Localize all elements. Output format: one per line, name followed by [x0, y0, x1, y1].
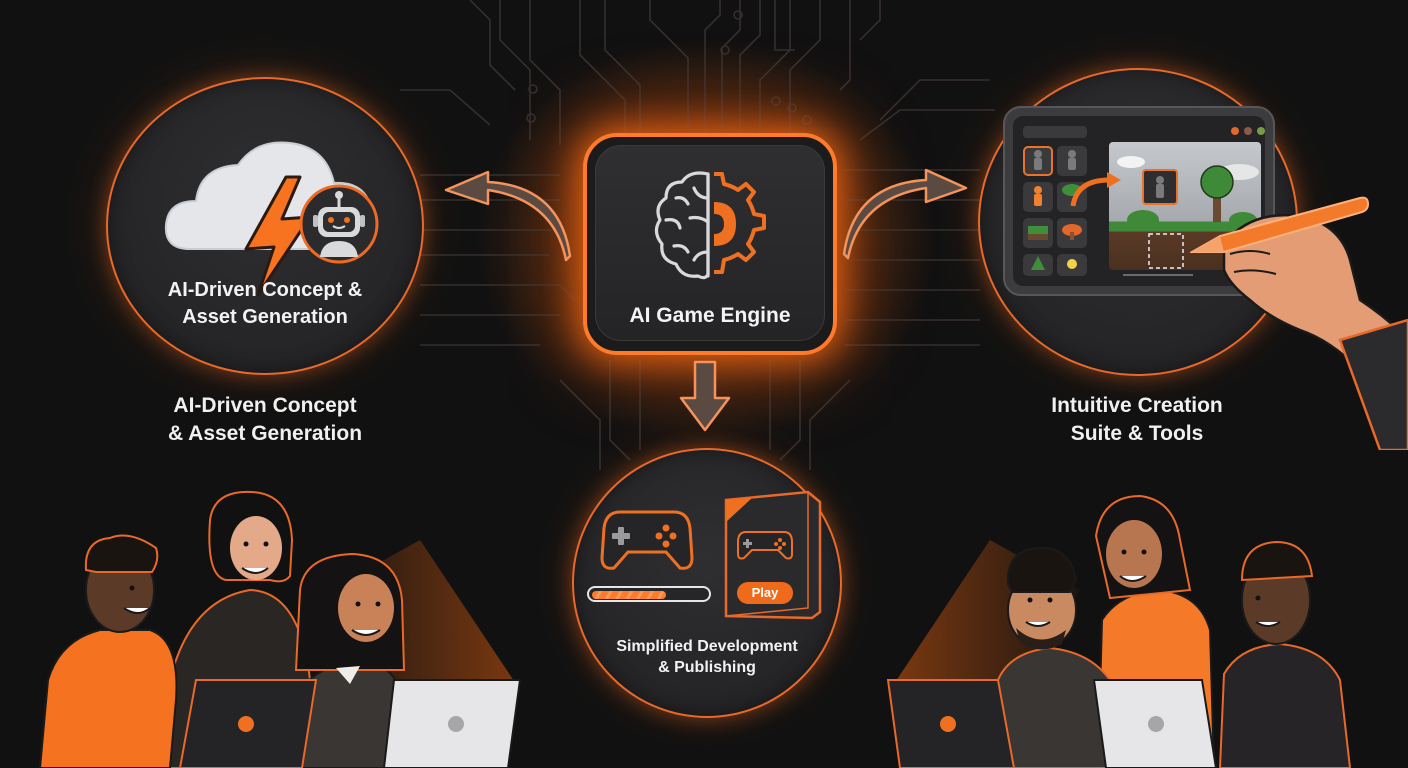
robot-icon: [299, 184, 379, 264]
concept-label-line2: & Asset Generation: [167, 422, 363, 445]
laptop-light-icon: [382, 679, 522, 768]
arrow-to-creation-icon: [842, 168, 968, 260]
scene-art: [1117, 156, 1259, 269]
gear-icon: [714, 172, 766, 274]
brain-icon: [654, 171, 710, 280]
arrow-to-concept-icon: [444, 170, 572, 262]
publishing-title-line2: & Publishing: [658, 659, 756, 676]
concept-circle: AI-Driven Concept & Asset Generation: [106, 77, 424, 375]
stylus-icon: [1190, 196, 1370, 253]
laptop-dark-icon: [178, 679, 318, 768]
lightning-icon: [244, 175, 312, 297]
person-man-orange-shirt: [38, 534, 178, 768]
concept-label-line1: AI-Driven Concept: [173, 394, 357, 417]
ai-game-engine-hub[interactable]: AI Game Engine: [583, 133, 837, 355]
laptop-light-icon: [1092, 679, 1218, 768]
brain-gear-icon: [654, 171, 766, 280]
window-dot-orange: [1231, 127, 1239, 135]
drop-target: [1148, 233, 1184, 269]
team-right-illustration: [886, 494, 1352, 768]
asset-icons: [1028, 150, 1082, 270]
arrow-to-publishing-icon: [679, 360, 731, 432]
drag-arrow-icon: [1070, 172, 1121, 207]
publish-progress-bar: [587, 586, 711, 602]
person-woman-seated: [294, 552, 406, 768]
hand-with-stylus-icon: [1190, 196, 1408, 450]
laptop-dark-icon: [886, 679, 1016, 768]
person-man-beard: [994, 546, 1116, 768]
person-man-dark-sweater: [1218, 540, 1352, 768]
publishing-title-line1: Simplified Development: [616, 638, 798, 655]
concept-circle-title-line2: Asset Generation: [182, 306, 348, 328]
progress-fill: [592, 591, 667, 599]
team-left-illustration: [38, 490, 522, 768]
window-dot-brown: [1244, 127, 1252, 135]
home-indicator: [1123, 274, 1193, 276]
play-button[interactable]: Play: [737, 582, 793, 604]
creation-label-line2: Suite & Tools: [1070, 422, 1204, 445]
creation-label-line1: Intuitive Creation: [1051, 394, 1223, 417]
gamepad-icon: [600, 510, 694, 570]
engine-title: AI Game Engine: [629, 304, 791, 327]
window-dot-green: [1257, 127, 1265, 135]
engine-panel: AI Game Engine: [595, 145, 825, 341]
search-bar: [1023, 126, 1087, 138]
concept-circle-title-line1: AI-Driven Concept &: [167, 279, 363, 301]
